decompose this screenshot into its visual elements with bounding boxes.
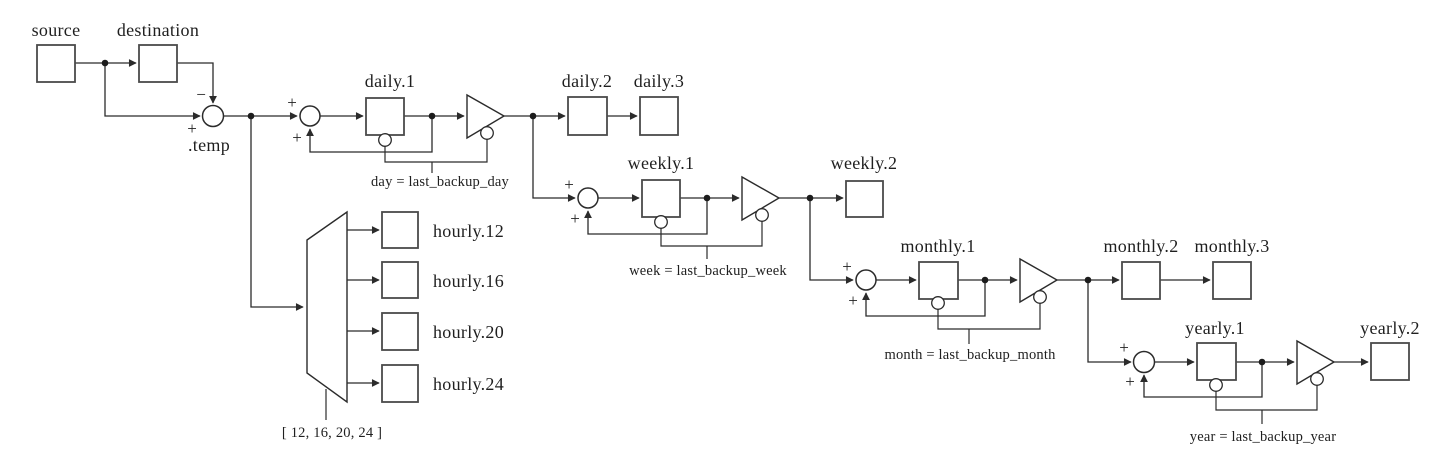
temp-label: .temp [188, 135, 230, 155]
monthly-plus-sign-bottom: + [848, 291, 858, 310]
daily-condition-label: day = last_backup_day [371, 174, 510, 190]
wire [532, 116, 576, 202]
monthly-condition-label: month = last_backup_month [884, 347, 1056, 363]
control-line-yearly [1215, 379, 1318, 411]
hourly12-box [381, 211, 419, 249]
wires [75, 59, 1369, 398]
daily-plus-sign-bottom: + [292, 128, 302, 147]
operator-signs: − + + + + + + + + + [187, 85, 1135, 391]
weekly-condition-label: week = last_backup_week [629, 263, 787, 279]
junction-dot [529, 112, 537, 120]
yearly-condition-label: year = last_backup_year [1190, 429, 1336, 445]
yearly-sum-junction [1132, 350, 1156, 374]
weekly2-box [845, 180, 884, 218]
sum-junctions [201, 104, 1156, 374]
yearly1-box [1196, 342, 1237, 381]
source-label: source [32, 20, 81, 40]
temp-plus-sign: + [187, 119, 197, 138]
monthly-sum-junction [855, 269, 877, 291]
yearly2-label: yearly.2 [1360, 318, 1420, 338]
yearly1-control-bubble [1209, 378, 1223, 392]
daily2-box [567, 96, 608, 136]
monthly1-control-bubble [931, 296, 945, 310]
monthly1-label: monthly.1 [900, 236, 975, 256]
weekly-plus-sign-top: + [564, 175, 574, 194]
node-labels: source destination .temp daily.1 daily.2… [32, 20, 1420, 394]
daily1-label: daily.1 [365, 71, 415, 91]
weekly-sum-junction [577, 187, 599, 209]
yearly-gate-control-bubble [1310, 372, 1324, 386]
wire-feedback-monthly [862, 280, 986, 317]
monthly1-box [918, 261, 959, 300]
weekly2-label: weekly.2 [831, 153, 898, 173]
weekly-plus-sign-bottom: + [570, 209, 580, 228]
monthly2-box [1121, 261, 1161, 300]
hourly12-label: hourly.12 [433, 221, 504, 241]
junction-dot [101, 59, 109, 67]
monthly3-label: monthly.3 [1194, 236, 1269, 256]
junction-dots [101, 59, 1266, 366]
wire [104, 63, 201, 120]
daily-gate-control-bubble [480, 126, 494, 140]
demux-selector-label: [ 12, 16, 20, 24 ] [282, 425, 382, 441]
daily1-control-bubble [378, 133, 392, 147]
weekly1-box [641, 179, 681, 218]
junction-dot [981, 276, 989, 284]
hourly16-label: hourly.16 [433, 271, 504, 291]
wire [177, 62, 217, 104]
temp-minus-sign: − [196, 85, 206, 104]
gates [466, 93, 1336, 386]
junction-dot [1258, 358, 1266, 366]
control-line-weekly [660, 215, 763, 247]
wire [1087, 280, 1132, 366]
daily3-label: daily.3 [634, 71, 684, 91]
daily3-box [639, 96, 679, 136]
daily-plus-sign-top: + [287, 93, 297, 112]
yearly-plus-sign-top: + [1119, 338, 1129, 357]
wire-feedback-daily [306, 116, 433, 153]
control-line-monthly [937, 297, 1041, 330]
weekly-gate-control-bubble [755, 208, 769, 222]
junction-dot [247, 112, 255, 120]
monthly-plus-sign-top: + [842, 257, 852, 276]
control-line-daily [384, 133, 488, 163]
hourly24-box [381, 364, 419, 403]
condition-labels: day = last_backup_day week = last_backup… [282, 174, 1336, 445]
weekly1-label: weekly.1 [628, 153, 695, 173]
daily2-label: daily.2 [562, 71, 612, 91]
destination-label: destination [117, 20, 199, 40]
junction-dot [703, 194, 711, 202]
monthly3-box [1212, 261, 1252, 300]
daily1-box [365, 97, 405, 136]
yearly2-box [1370, 342, 1410, 381]
wire-feedback-yearly [1140, 362, 1263, 398]
yearly-plus-sign-bottom: + [1125, 372, 1135, 391]
source-box [36, 44, 76, 83]
control-lines [325, 133, 1318, 424]
wire [809, 198, 854, 284]
yearly1-label: yearly.1 [1185, 318, 1245, 338]
daily-sum-junction [299, 105, 321, 127]
hourly16-box [381, 261, 419, 299]
control-bubbles [378, 126, 1324, 392]
junction-dot [428, 112, 436, 120]
monthly-gate-control-bubble [1033, 290, 1047, 304]
wire-feedback-weekly [584, 198, 708, 235]
hourly-demux [306, 210, 348, 404]
temp-sum-junction [201, 104, 225, 128]
wire [250, 116, 304, 311]
junction-dot [806, 194, 814, 202]
destination-box [138, 44, 178, 83]
weekly1-control-bubble [654, 215, 668, 229]
hourly20-box [381, 312, 419, 351]
node-boxes [36, 44, 1410, 403]
monthly2-label: monthly.2 [1103, 236, 1178, 256]
hourly20-label: hourly.20 [433, 322, 504, 342]
junction-dot [1084, 276, 1092, 284]
hourly24-label: hourly.24 [433, 374, 504, 394]
